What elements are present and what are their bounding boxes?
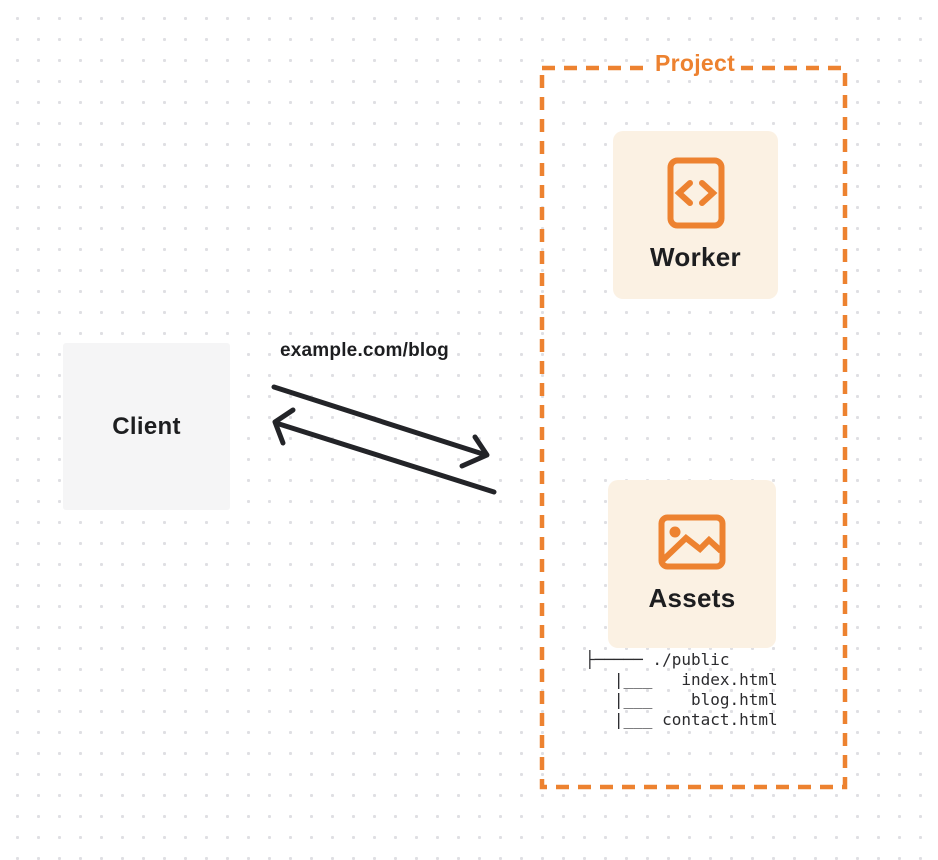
request-arrowhead-icon: [459, 434, 490, 469]
worker-label: Worker: [650, 242, 741, 272]
code-file-icon: [667, 157, 724, 229]
request-url-label: example.com/blog: [280, 340, 449, 361]
assets-label: Assets: [648, 583, 736, 613]
client-node: Client: [63, 343, 230, 510]
file-tree-contact-html: |___ contact.html: [585, 710, 778, 729]
worker-node: Worker: [613, 131, 778, 299]
client-label: Client: [112, 412, 181, 440]
file-tree-blog-html: |___ blog.html: [585, 690, 778, 709]
project-title: Project: [648, 50, 742, 77]
image-icon: [658, 514, 726, 570]
response-arrowhead-icon: [272, 407, 296, 446]
request-arrow: [271, 384, 490, 469]
assets-node: Assets: [608, 480, 776, 648]
file-tree-public-dir: ├───── ./public: [585, 650, 730, 669]
assets-file-tree: ├───── ./public |___ index.html |___ blo…: [585, 650, 778, 730]
response-arrow: [272, 407, 497, 495]
file-tree-index-html: |___ index.html: [585, 670, 778, 689]
